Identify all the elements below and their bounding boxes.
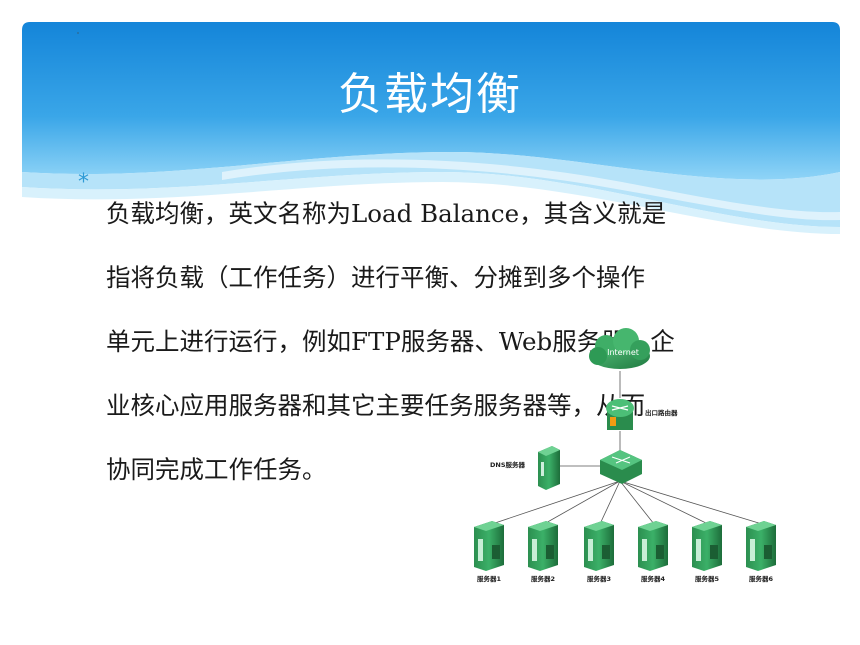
body-line: 负载均衡，英文名称为Load Balance，其含义就是 — [106, 199, 667, 228]
dns-server-icon — [538, 446, 560, 490]
decor-dot — [77, 32, 79, 34]
server-label: 服务器6 — [749, 574, 774, 583]
body-line: 业核心应用服务器和其它主要任务服务器等，从而 — [106, 391, 645, 420]
body-text: 负载均衡，英文名称为Load Balance，其含义就是 指将负载（工作任务）进… — [106, 166, 746, 518]
server-icon — [746, 521, 776, 571]
server-row — [474, 521, 776, 571]
body-line: 指将负载（工作任务）进行平衡、分摊到多个操作 — [106, 263, 645, 292]
server-label: 服务器1 — [477, 574, 502, 583]
internet-cloud: Internet — [589, 328, 650, 369]
server-label: 服务器4 — [641, 574, 666, 583]
server-icon — [584, 521, 614, 571]
internet-label: Internet — [607, 348, 639, 357]
server-label: 服务器3 — [587, 574, 611, 583]
server-icon — [692, 521, 722, 571]
header-background — [22, 22, 840, 234]
server-icon — [474, 521, 504, 571]
body-line: 单元上进行运行，例如FTP服务器、Web服务器、企 — [106, 327, 675, 356]
dns-label: DNS服务器 — [490, 460, 526, 469]
network-diagram: Internet 出口路由器 DNS服务器 — [474, 328, 776, 583]
slide-title: 负载均衡 — [338, 69, 522, 120]
server-icon — [528, 521, 558, 571]
switch-icon — [600, 450, 642, 484]
router-icon — [606, 399, 634, 430]
server-icon — [638, 521, 668, 571]
server-label: 服务器5 — [695, 574, 720, 583]
server-label: 服务器2 — [531, 574, 555, 583]
router-label: 出口路由器 — [645, 408, 678, 417]
bullet-marker: * — [78, 170, 89, 195]
body-line: 协同完成工作任务。 — [106, 455, 327, 484]
connection-lines — [491, 371, 763, 525]
